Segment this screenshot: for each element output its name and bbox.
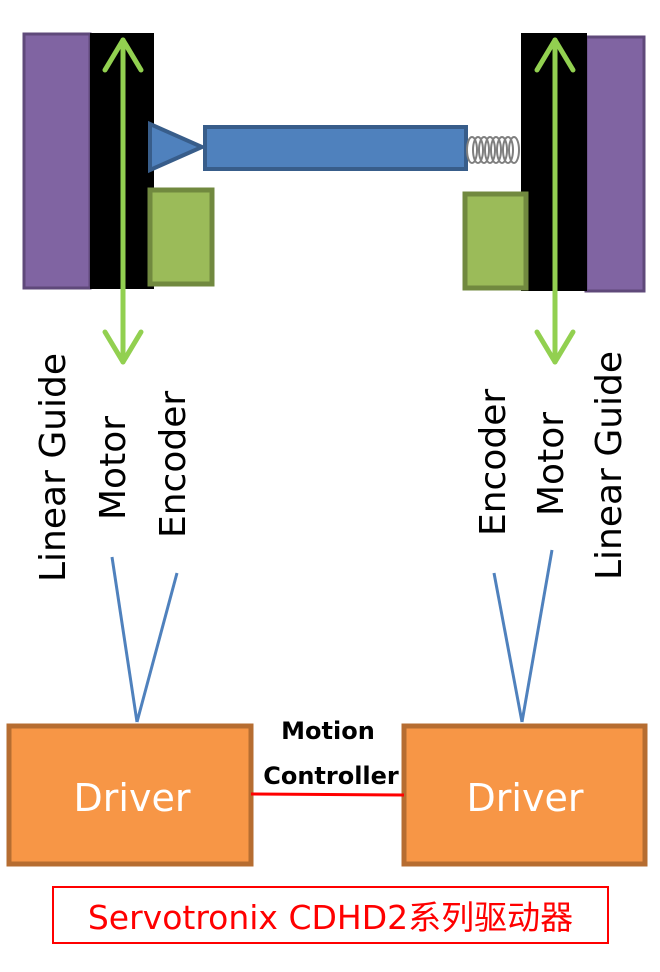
- gantry-beam: [203, 125, 468, 171]
- right-linear-guide-label: Linear Guide: [589, 351, 630, 580]
- right-encoder: [462, 191, 529, 291]
- right-driver-label: Driver: [467, 776, 584, 820]
- motion-controller-line: [250, 792, 405, 797]
- motion-controller-label-line2: Controller: [263, 762, 399, 790]
- right-driver-wires: [492, 549, 554, 723]
- left-linear-guide-label: Linear Guide: [33, 353, 74, 582]
- caption-text: Servotronix CDHD2系列驱动器: [87, 898, 574, 937]
- right-linear-guide: [584, 35, 646, 293]
- right-motor-arrow: [534, 37, 576, 365]
- left-driver-wires: [110, 556, 179, 723]
- left-linear-guide: [22, 32, 92, 290]
- motion-controller-label-line1: Motion: [281, 717, 375, 745]
- caption-box: Servotronix CDHD2系列驱动器: [52, 886, 609, 944]
- left-motor-arrow: [102, 37, 144, 365]
- left-triangle-joint: [148, 120, 207, 174]
- right-encoder-label: Encoder: [473, 389, 514, 536]
- left-encoder-label: Encoder: [153, 391, 194, 538]
- spring: [466, 136, 520, 164]
- left-driver-label: Driver: [74, 776, 191, 820]
- left-encoder: [147, 187, 215, 287]
- right-motor-label: Motor: [531, 412, 572, 516]
- left-motor-label: Motor: [93, 416, 134, 520]
